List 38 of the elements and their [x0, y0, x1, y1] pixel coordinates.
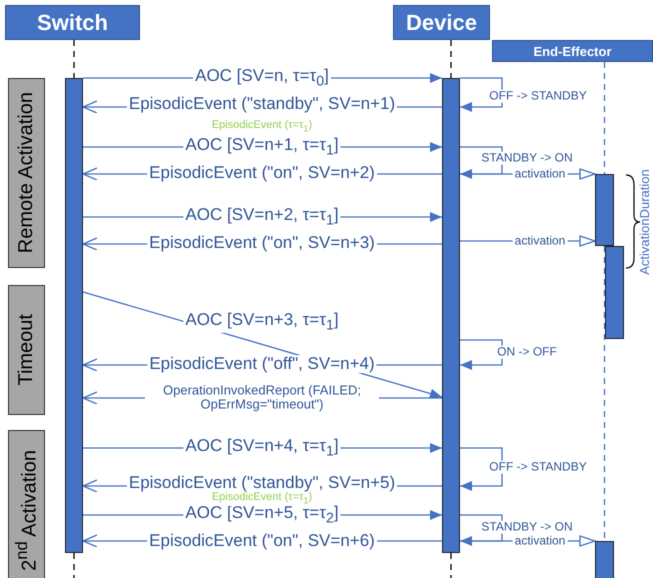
edge-label: activation: [512, 234, 568, 248]
lifeline: [73, 553, 75, 578]
edge-label: EpisodicEvent ("on", SV=n+6): [147, 532, 377, 550]
edge-label: EpisodicEvent ("standby", SV=n+1): [126, 95, 398, 113]
activation-bar: [605, 246, 624, 339]
lifeline: [604, 246, 606, 541]
edge-label: EpisodicEvent ("off", SV=n+4): [147, 355, 377, 373]
edge-label: OperationInvokedReport (FAILED; OpErrMsg="timeout"): [145, 383, 379, 411]
note: EpisodicEvent (τ=τ$_{1}$): [210, 120, 314, 134]
edge-label: STANDBY -> ON: [479, 152, 575, 164]
phase-box: Timeout: [8, 285, 45, 415]
edge-label: OFF -> STANDBY: [487, 90, 589, 102]
note: EpisodicEvent (τ=τ$_{1}$): [210, 492, 314, 506]
edge-label: EpisodicEvent ("on", SV=n+3): [147, 234, 377, 252]
lifeline: [604, 62, 606, 174]
edge-label: EpisodicEvent ("standby", SV=n+5): [126, 474, 398, 492]
phase-box: Remote Activation: [8, 78, 45, 268]
state-transition-arrow: [460, 447, 503, 491]
activation-bar: [595, 541, 614, 578]
edge-label: activation: [512, 534, 568, 548]
participant-header: Switch: [5, 5, 140, 40]
activation-bar: [595, 174, 614, 246]
state-transition-arrow: [460, 77, 503, 112]
lifeline: [450, 553, 452, 578]
participant-header: Device: [393, 5, 490, 40]
edge-label: OFF -> STANDBY: [487, 460, 589, 474]
edge-label: activation: [512, 168, 568, 180]
edge-label: ON -> OFF: [495, 346, 559, 358]
state-transition-arrow: [460, 339, 503, 370]
state-transition-arrow: [460, 146, 503, 179]
participant-header: End-Effector: [492, 40, 653, 62]
note: ActivationDuration: [636, 169, 653, 275]
activation-bar: [442, 78, 460, 553]
lifeline: [73, 40, 75, 78]
lifeline: [450, 40, 452, 78]
activation-bar: [65, 78, 83, 553]
edge-label: STANDBY -> ON: [479, 520, 575, 534]
edge-label: EpisodicEvent ("on", SV=n+2): [147, 164, 377, 182]
